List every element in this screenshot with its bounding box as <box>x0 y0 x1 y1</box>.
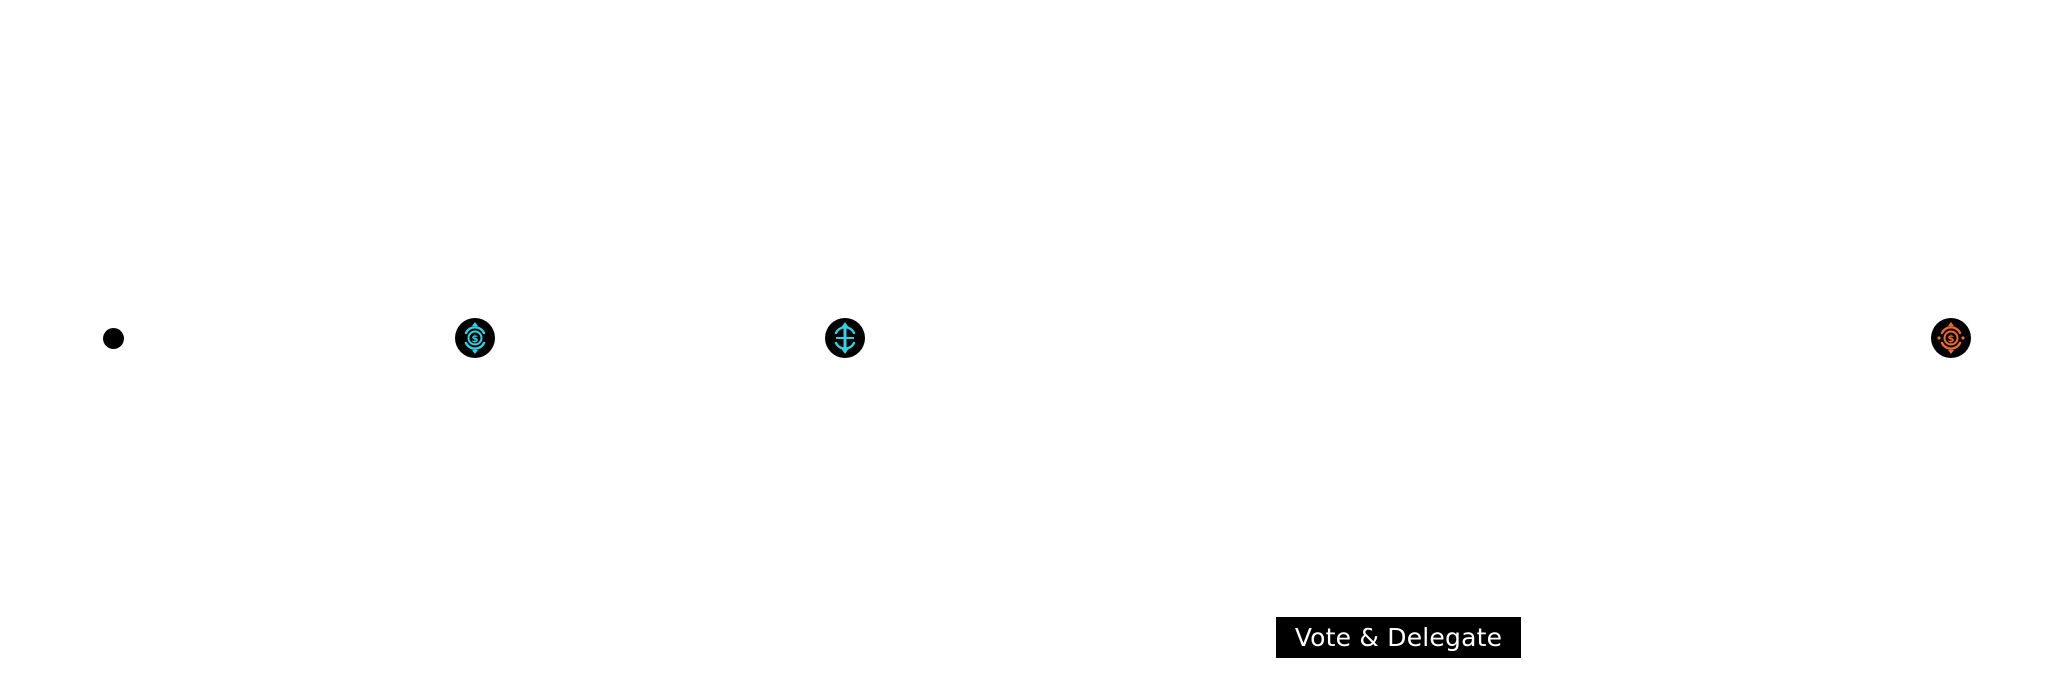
svg-text:$: $ <box>472 334 479 345</box>
milestone-3-dollar-target-icon: $ <box>1931 318 1971 358</box>
milestone-2-dollar-target-icon <box>825 318 865 358</box>
svg-text:$: $ <box>1948 334 1955 345</box>
milestone-1-dollar-target-icon: $ <box>455 318 495 358</box>
vote-delegate-button[interactable]: Vote & Delegate <box>1276 617 1521 658</box>
start-dot-marker <box>103 328 124 349</box>
